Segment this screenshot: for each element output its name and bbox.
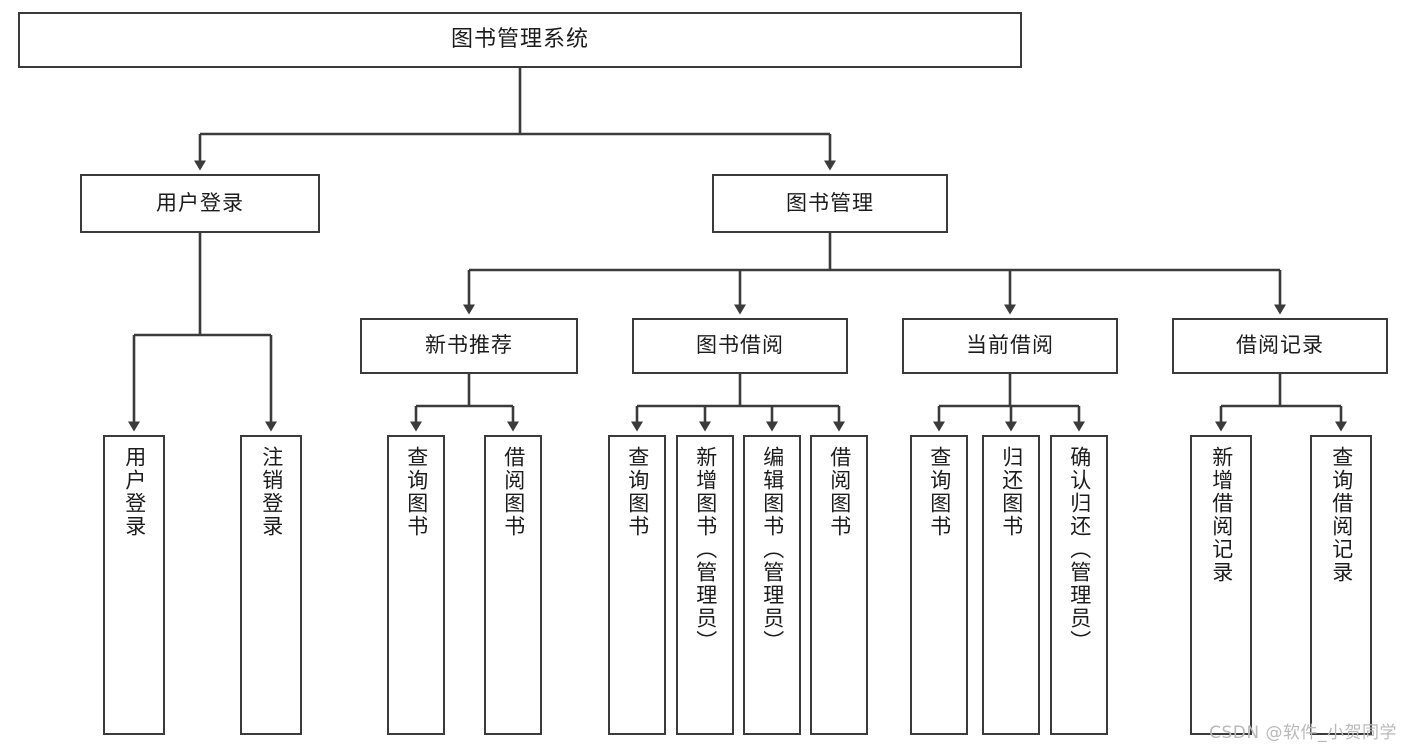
node-user-login[interactable]: 用户登录 (80, 174, 320, 233)
leaf-label: 新增图书（管理员） (693, 446, 718, 653)
leaf-label: 查询图书 (927, 446, 952, 538)
node-root[interactable]: 图书管理系统 (18, 12, 1022, 68)
leaf-recommend-borrow-book[interactable]: 借阅图书 (484, 435, 542, 735)
node-new-book-recommend[interactable]: 新书推荐 (360, 318, 578, 374)
leaf-borrow-edit-book-admin[interactable]: 编辑图书（管理员） (743, 435, 801, 735)
leaf-current-query-book[interactable]: 查询图书 (910, 435, 968, 735)
leaf-record-add-borrow-record[interactable]: 新增借阅记录 (1190, 435, 1252, 735)
leaf-label: 查询借阅记录 (1329, 446, 1354, 584)
leaf-user-logout[interactable]: 注销登录 (240, 435, 302, 735)
leaf-label: 借阅图书 (501, 446, 526, 538)
leaf-recommend-query-book[interactable]: 查询图书 (387, 435, 445, 735)
leaf-label: 归还图书 (999, 446, 1024, 538)
leaf-label: 查询图书 (625, 446, 650, 538)
leaf-current-confirm-return-admin[interactable]: 确认归还（管理员） (1050, 435, 1108, 735)
leaf-label: 用户登录 (122, 446, 147, 538)
leaf-label: 注销登录 (259, 446, 284, 538)
leaf-current-return-book[interactable]: 归还图书 (982, 435, 1040, 735)
leaf-borrow-query-book[interactable]: 查询图书 (608, 435, 666, 735)
leaf-borrow-add-book-admin[interactable]: 新增图书（管理员） (676, 435, 734, 735)
leaf-label: 确认归还（管理员） (1067, 446, 1092, 653)
node-book-borrow[interactable]: 图书借阅 (632, 318, 848, 374)
node-borrow-record[interactable]: 借阅记录 (1172, 318, 1388, 374)
leaf-label: 借阅图书 (827, 446, 852, 538)
node-book-manage[interactable]: 图书管理 (712, 174, 948, 233)
leaf-label: 查询图书 (404, 446, 429, 538)
leaf-label: 新增借阅记录 (1209, 446, 1234, 584)
leaf-label: 编辑图书（管理员） (760, 446, 785, 653)
node-current-borrow[interactable]: 当前借阅 (902, 318, 1118, 374)
leaf-user-login[interactable]: 用户登录 (103, 435, 165, 735)
leaf-borrow-borrow-book[interactable]: 借阅图书 (810, 435, 868, 735)
leaf-record-query-borrow-record[interactable]: 查询借阅记录 (1310, 435, 1372, 735)
watermark: CSDN @软件_小贺同学 (1209, 723, 1397, 743)
